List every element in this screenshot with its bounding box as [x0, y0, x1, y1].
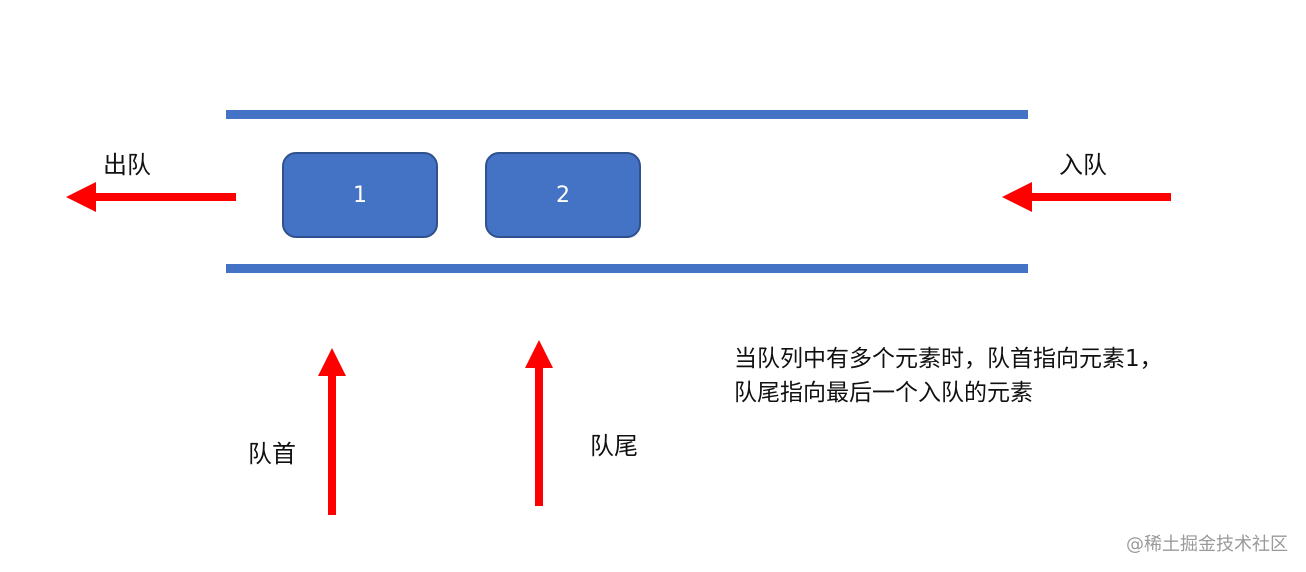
head-label: 队首	[248, 440, 296, 468]
head-pointer-arrow-icon	[318, 348, 346, 515]
enqueue-label: 入队	[1059, 151, 1107, 179]
queue-bottom-wall	[226, 264, 1028, 273]
queue-element-2: 2	[485, 152, 641, 238]
enqueue-arrow-icon	[1002, 182, 1171, 212]
queue-top-wall	[226, 110, 1028, 119]
tail-pointer-arrow-icon	[525, 340, 553, 506]
watermark: @稀土掘金技术社区	[1126, 534, 1288, 555]
queue-element-label: 1	[353, 182, 367, 208]
tail-label: 队尾	[590, 432, 638, 460]
dequeue-label: 出队	[103, 151, 151, 179]
dequeue-arrow-icon	[66, 182, 236, 212]
description-text: 当队列中有多个元素时，队首指向元素1，队尾指向最后一个入队的元素	[734, 346, 1163, 406]
queue-element-1: 1	[282, 152, 438, 238]
queue-element-label: 2	[556, 182, 570, 208]
